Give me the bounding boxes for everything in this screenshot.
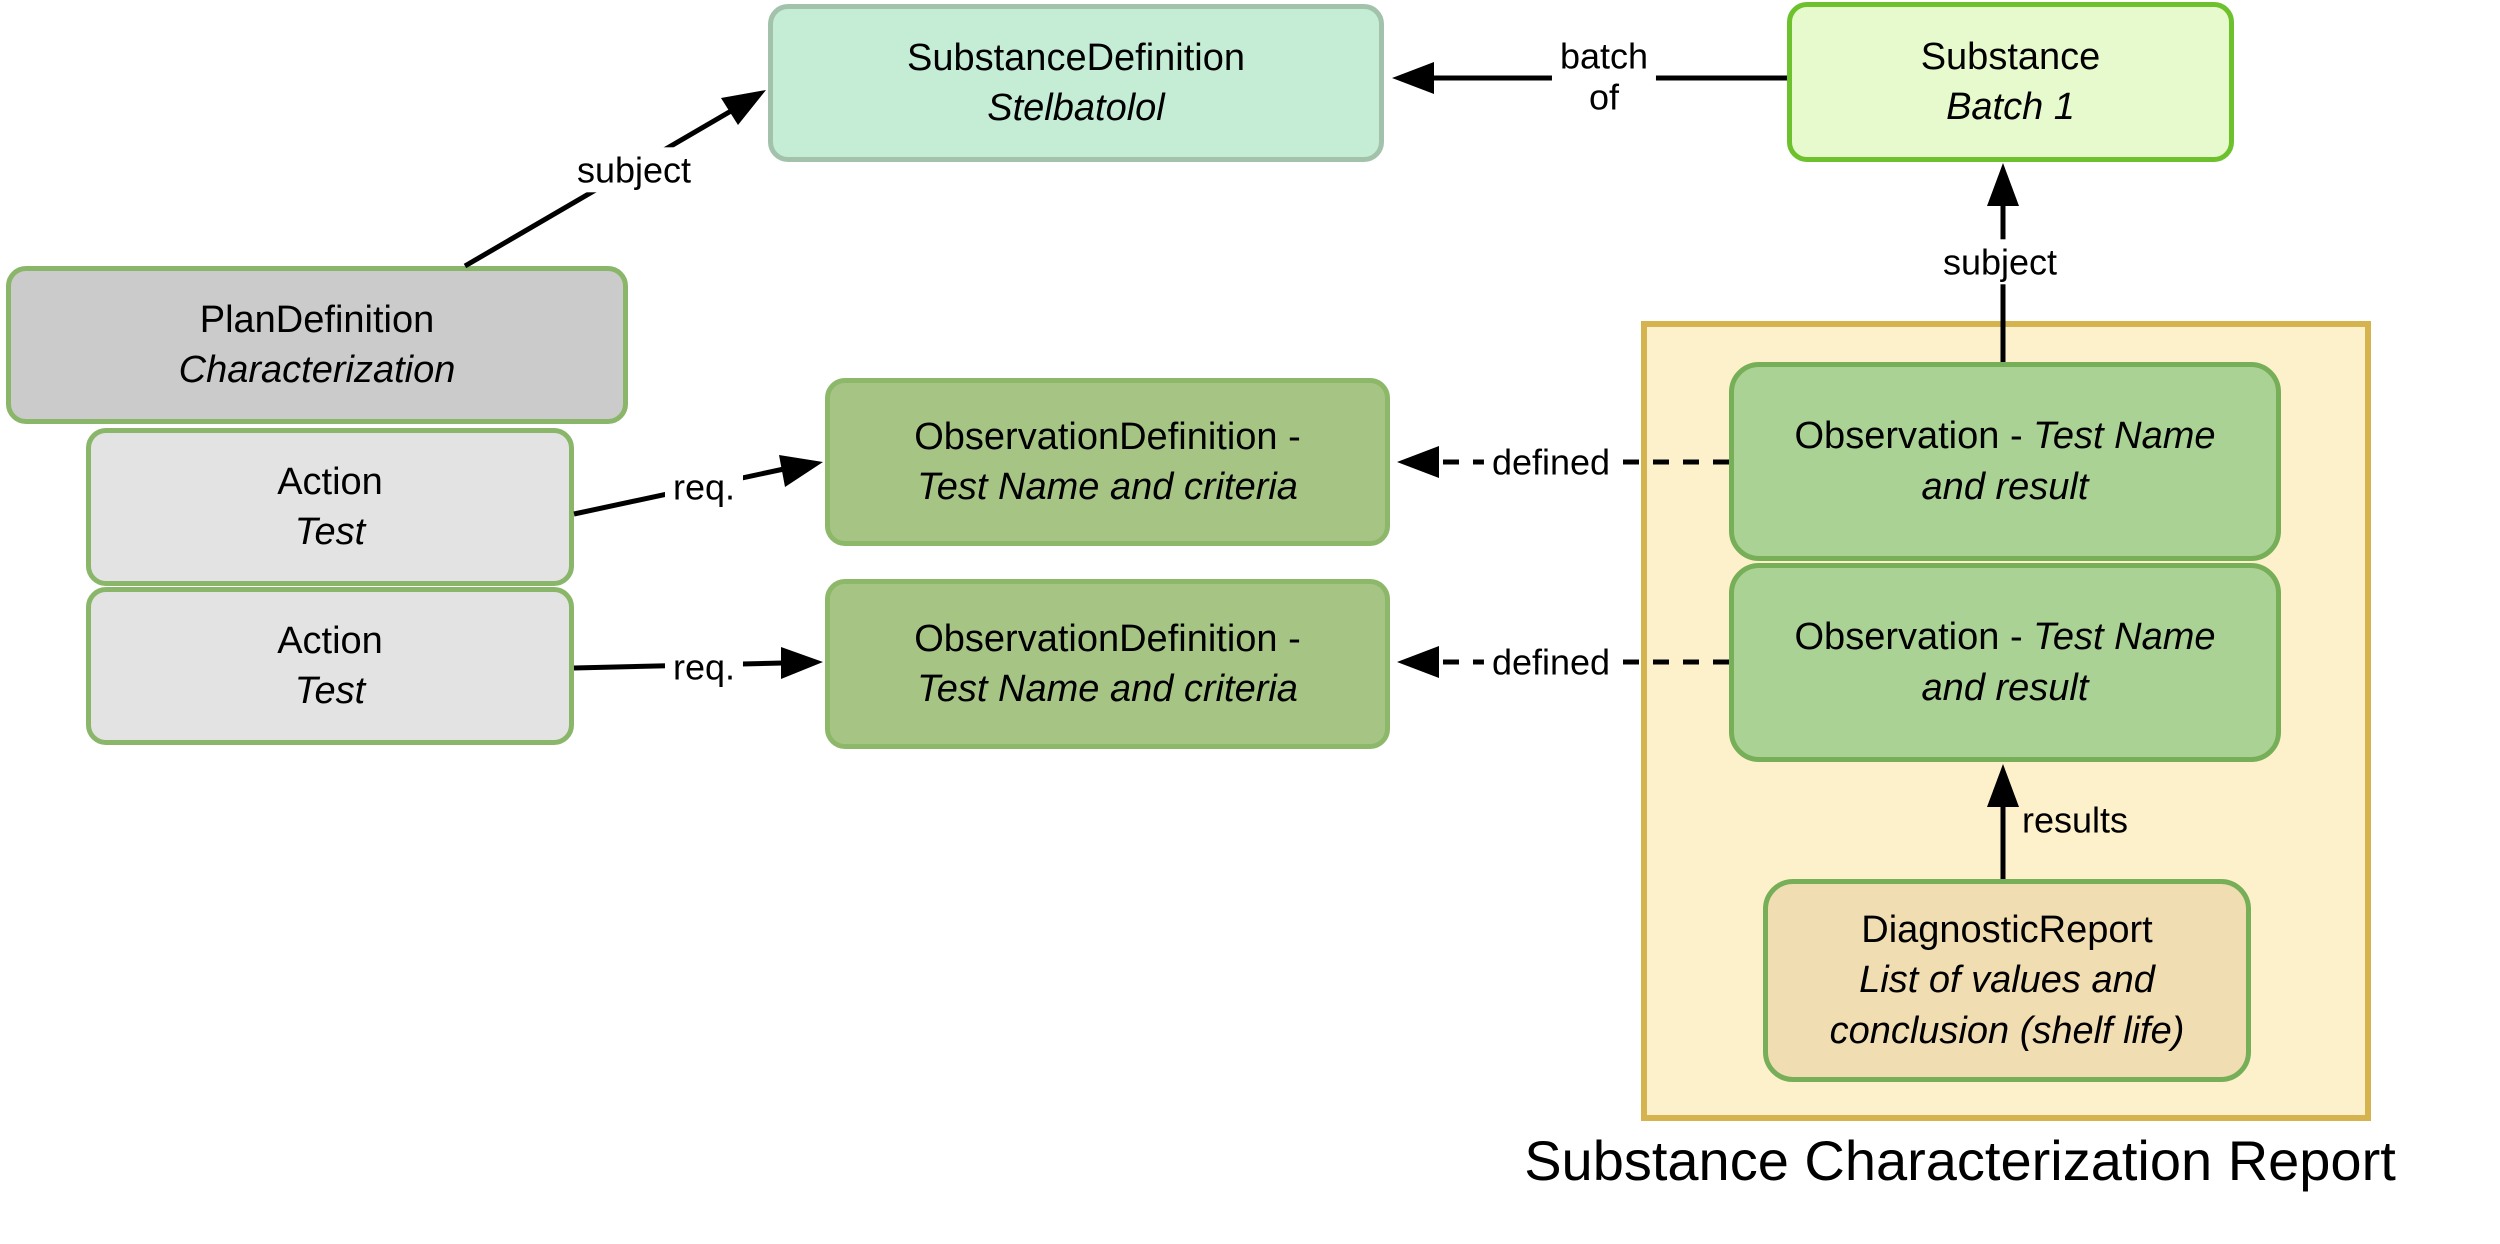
- node-subtitle: Batch 1: [1946, 86, 2075, 128]
- node-diagnostic-report: DiagnosticReport List of values and conc…: [1763, 879, 2251, 1082]
- node-substance-definition: SubstanceDefinition Stelbatolol: [768, 4, 1384, 162]
- arrow-subject-plan-head: [721, 90, 766, 125]
- edge-label-batch: batch: [1559, 35, 1649, 77]
- node-plan-definition: PlanDefinition Characterization: [6, 266, 628, 424]
- edge-label-defined-2: defined: [1483, 639, 1619, 685]
- arrow-defined-1-head: [1397, 446, 1439, 478]
- node-title: Action: [277, 460, 383, 503]
- node-action-1: Action Test: [86, 428, 574, 586]
- node-subtitle-line1: List of values and: [1859, 959, 2155, 1002]
- edge-label-req-2: req.: [664, 644, 744, 690]
- edge-label-batch-of: batch of: [1551, 33, 1657, 121]
- node-subtitle-line2: conclusion (shelf life): [1829, 1009, 2185, 1052]
- node-title: DiagnosticReport: [1861, 909, 2153, 952]
- node-title: Action: [277, 619, 383, 662]
- edge-label-of: of: [1588, 77, 1620, 118]
- node-subtitle: Test: [294, 511, 366, 553]
- node-title: ObservationDefinition -: [914, 415, 1301, 458]
- report-container-label: Substance Characterization Report: [1524, 1129, 2396, 1192]
- node-observation-2: Observation - Test Name and result: [1729, 563, 2281, 762]
- node-observation-definition-1: ObservationDefinition - Test Name and cr…: [825, 378, 1390, 546]
- node-title: Observation -: [1794, 415, 2034, 458]
- edge-label-subject-plan: subject: [568, 147, 700, 193]
- node-subtitle: Test Name and criteria: [917, 668, 1298, 710]
- arrow-batch-of-head: [1392, 62, 1434, 94]
- node-title: SubstanceDefinition: [907, 36, 1245, 79]
- node-title: Observation -: [1794, 616, 2034, 659]
- node-result: and result: [1921, 465, 2089, 508]
- arrow-req-1-head: [779, 455, 823, 487]
- node-subtitle: Test Name and criteria: [917, 466, 1298, 508]
- node-test-name: Test Name: [2033, 415, 2216, 458]
- arrow-defined-2-head: [1397, 646, 1439, 678]
- node-result: and result: [1921, 666, 2089, 709]
- node-title: PlanDefinition: [199, 298, 435, 341]
- node-action-2: Action Test: [86, 587, 574, 745]
- edge-label-req-1: req.: [664, 464, 744, 510]
- edge-label-defined-1: defined: [1483, 439, 1619, 485]
- node-subtitle: Stelbatolol: [987, 87, 1165, 129]
- node-observation-definition-2: ObservationDefinition - Test Name and cr…: [825, 579, 1390, 749]
- node-title: ObservationDefinition -: [914, 617, 1301, 660]
- node-substance: Substance Batch 1: [1787, 2, 2234, 162]
- edge-label-subject-observation: subject: [1934, 239, 2066, 285]
- arrow-req-2-head: [781, 647, 823, 679]
- node-subtitle: Characterization: [178, 349, 456, 391]
- node-observation-1: Observation - Test Name and result: [1729, 362, 2281, 561]
- node-test-name: Test Name: [2033, 616, 2216, 659]
- arrow-subject-observation-head: [1987, 163, 2019, 206]
- node-subtitle: Test: [294, 670, 366, 712]
- node-title: Substance: [1920, 35, 2101, 78]
- edge-label-results: results: [2022, 799, 2129, 841]
